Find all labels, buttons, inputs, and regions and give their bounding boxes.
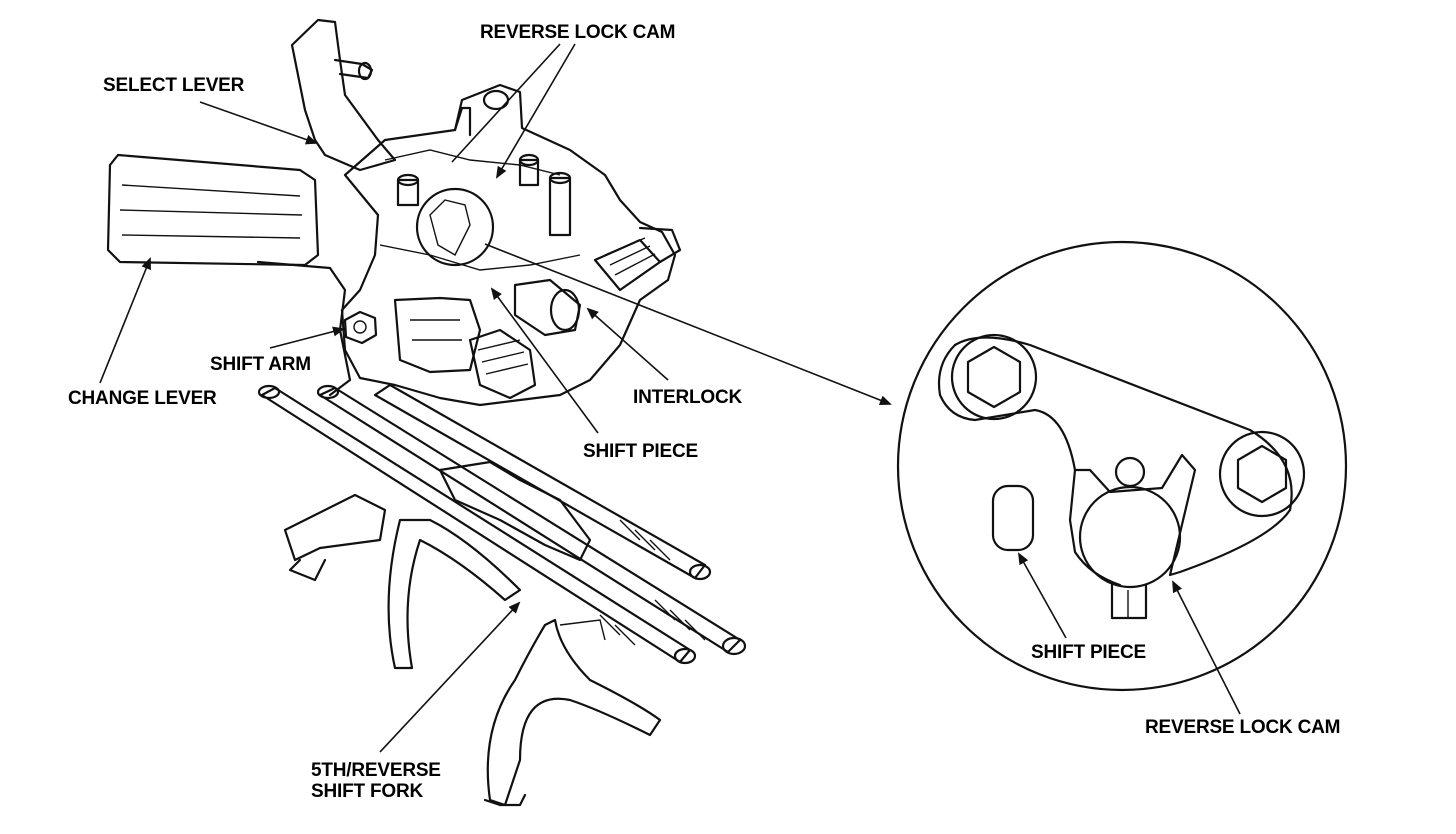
leader-lines: [99, 43, 1241, 753]
shift-piece-round: [1078, 485, 1182, 589]
label-shift-piece-detail: SHIFT PIECE: [1031, 642, 1146, 663]
detail-circle: [896, 240, 1348, 692]
label-shift-piece-main: SHIFT PIECE: [583, 441, 698, 462]
shift-piece-slot: [991, 484, 1035, 552]
hex-bolt-right: [1218, 430, 1306, 518]
label-select-lever: SELECT LEVER: [103, 75, 245, 96]
labels: REVERSE LOCK CAM SELECT LEVER SHIFT ARM …: [68, 22, 1340, 802]
label-fork-line1: 5TH/REVERSE: [311, 760, 441, 781]
label-interlock: INTERLOCK: [633, 387, 743, 408]
detail-callout-circle: [415, 187, 495, 267]
shift-assembly: [106, 18, 747, 807]
detail-view: [896, 240, 1348, 692]
shift-rails: [257, 383, 747, 807]
label-reverse-lock-cam-detail: REVERSE LOCK CAM: [1145, 717, 1340, 738]
label-shift-arm: SHIFT ARM: [210, 354, 311, 375]
select-lever-part: [290, 18, 397, 172]
label-change-lever: CHANGE LEVER: [68, 388, 217, 409]
label-fork-line2: SHIFT FORK: [311, 781, 423, 802]
hex-bolt-left: [950, 333, 1038, 421]
change-lever-part: [106, 153, 352, 397]
housing-body: [340, 83, 682, 407]
label-reverse-lock-cam-top: REVERSE LOCK CAM: [480, 22, 675, 43]
